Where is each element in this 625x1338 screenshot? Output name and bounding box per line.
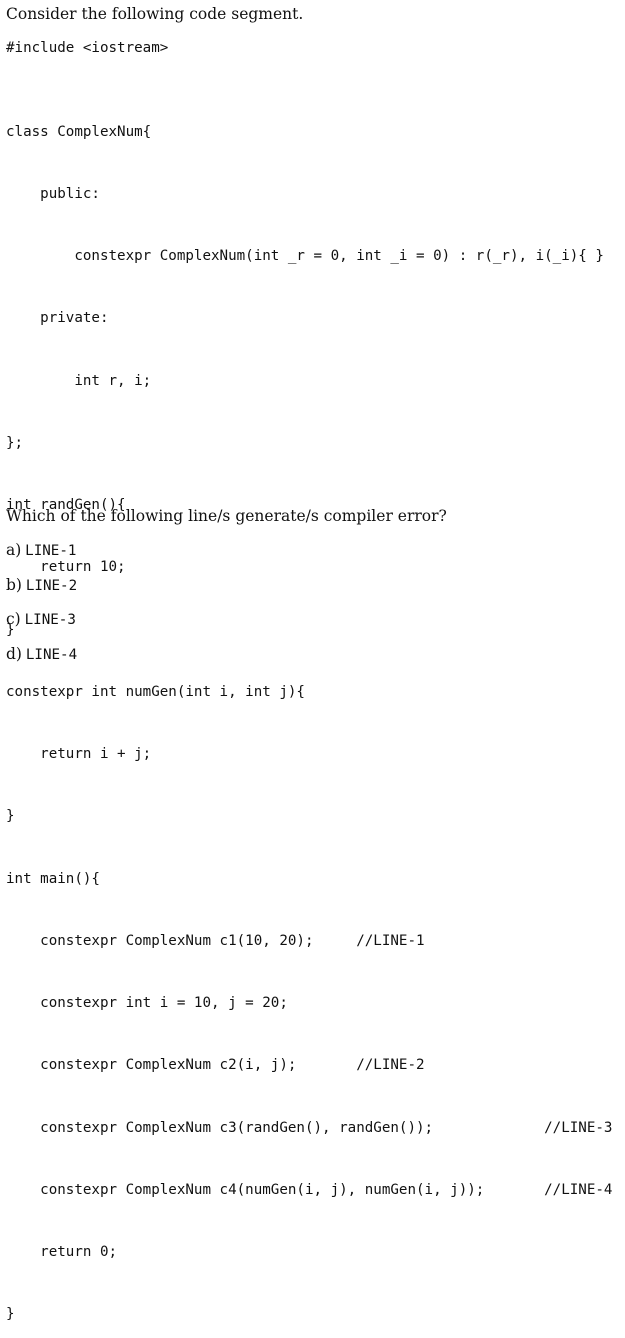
code-line: constexpr ComplexNum(int _r = 0, int _i …: [6, 248, 604, 264]
code-line: }: [6, 621, 15, 638]
option-label: a): [6, 541, 22, 559]
option-d: d) LINE-4: [6, 645, 77, 664]
option-label: c): [6, 610, 21, 628]
code-line: class ComplexNum{: [6, 123, 152, 140]
code-line: constexpr ComplexNum c4(numGen(i, j), nu…: [6, 1181, 613, 1198]
code-line: public:: [6, 185, 100, 202]
code-line: constexpr ComplexNum c1(10, 20); //LINE-…: [6, 932, 425, 949]
intro-text: Consider the following code segment.: [6, 5, 304, 23]
code-line: constexpr ComplexNum c3(randGen(), randG…: [6, 1119, 613, 1136]
code-line: int r, i;: [6, 372, 152, 389]
code-line: constexpr int numGen(int i, int j){: [6, 683, 305, 700]
code-line: return 0;: [6, 1244, 118, 1260]
code-line: return 10;: [6, 559, 126, 576]
option-b: b) LINE-2: [6, 576, 77, 595]
code-line: }: [6, 808, 15, 825]
option-value: LINE-1: [25, 543, 77, 559]
code-block: class ComplexNum{ public: constexpr Comp…: [6, 80, 612, 1338]
code-line: }: [6, 1306, 15, 1323]
code-line: private:: [6, 310, 109, 327]
question-text: Which of the following line/s generate/s…: [6, 507, 447, 525]
option-c: c) LINE-3: [6, 610, 76, 629]
code-line: };: [6, 434, 24, 451]
option-value: LINE-2: [25, 578, 78, 594]
code-line: int randGen(){: [6, 497, 126, 513]
code-line: return i + j;: [6, 746, 152, 762]
code-line: constexpr int i = 10, j = 20;: [6, 995, 288, 1011]
option-label: b): [6, 576, 22, 594]
option-value: LINE-3: [24, 612, 76, 628]
code-line: int main(){: [6, 870, 100, 887]
option-value: LINE-4: [25, 647, 78, 663]
code-line: constexpr ComplexNum c2(i, j); //LINE-2: [6, 1057, 425, 1074]
option-label: d): [6, 645, 22, 663]
include-line: #include <iostream>: [6, 40, 169, 56]
option-a: a) LINE-1: [6, 541, 76, 560]
